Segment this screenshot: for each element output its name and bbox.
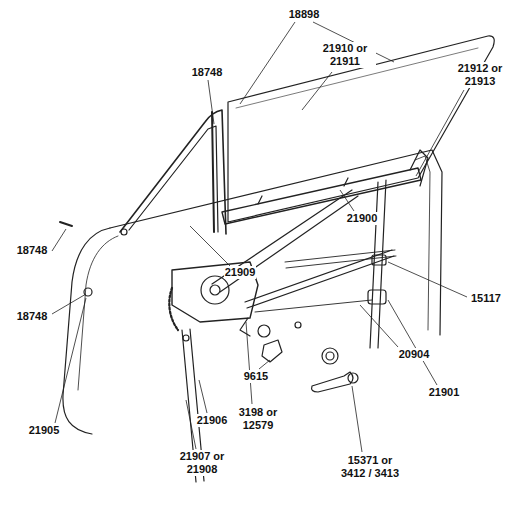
callout-number: 18898: [288, 8, 321, 21]
leader-line: [208, 80, 214, 124]
callout-number: 21900: [346, 212, 379, 225]
leader-lines: [52, 22, 467, 452]
callout-number: 15117: [470, 292, 502, 305]
leader-line: [55, 298, 86, 423]
callout-number: 18748: [16, 244, 49, 257]
glass-stop: [410, 150, 428, 186]
regulator-stud: [240, 318, 250, 336]
vent-frame-inner: [129, 126, 218, 232]
regulator-plate: [172, 262, 258, 322]
leader-line: [190, 226, 230, 266]
handle-hub: [348, 373, 358, 383]
crank-pin: [295, 322, 301, 328]
window-crank: [262, 340, 282, 362]
vent-frame: [120, 110, 226, 234]
callout-number: 9615: [243, 370, 269, 383]
glass-channel: [222, 168, 421, 224]
vent-pivot: [121, 229, 127, 235]
pivot-pin: [60, 222, 72, 226]
leader-line: [388, 262, 467, 297]
callout-number: 20904: [398, 348, 431, 361]
callout-number: 3198 or 12579: [231, 406, 285, 432]
leader-line: [340, 190, 354, 211]
leader-line: [199, 380, 207, 413]
escutcheon-inner: [326, 352, 334, 360]
upper-bolt: [183, 335, 189, 341]
callout-number: 18748: [16, 310, 49, 323]
callout-number: 15371 or 3412 / 3413: [337, 454, 403, 480]
leader-line: [302, 72, 332, 110]
regulator-gear: [201, 276, 229, 304]
leader-line: [246, 322, 252, 404]
callout-number: 21906: [196, 414, 229, 427]
leader-line: [388, 300, 437, 385]
callout-number: 21907 or 21908: [173, 450, 231, 476]
control-rod: [255, 300, 372, 312]
leader-line: [52, 294, 86, 314]
door-rear-inner: [415, 156, 430, 330]
leader-line: [259, 360, 270, 369]
door-handle: [312, 372, 353, 392]
callout-number: 21910 or 21911: [314, 42, 376, 68]
callout-number: 21905: [28, 424, 61, 437]
leader-line: [352, 386, 362, 452]
escutcheon: [322, 348, 338, 364]
sector-gear: [169, 288, 178, 330]
door-inner-edge: [78, 236, 118, 390]
door-outer-edge: [63, 228, 110, 434]
vent-post: [212, 112, 214, 232]
leader-line: [416, 90, 464, 176]
gear-hub: [210, 285, 220, 295]
callout-number: 21901: [428, 386, 461, 399]
crank-washer: [258, 325, 270, 337]
leader-line: [240, 22, 295, 104]
channel-rollers: [258, 178, 348, 204]
equalizer-bar: [285, 250, 396, 268]
leader-line: [52, 229, 66, 251]
leader-line: [360, 305, 398, 347]
callout-number: 21912 or 21913: [449, 62, 511, 88]
leader-line: [186, 400, 196, 449]
callout-number: 18748: [191, 66, 224, 79]
callout-number: 21909: [224, 266, 257, 279]
rear-channel-bracket: [368, 290, 386, 304]
